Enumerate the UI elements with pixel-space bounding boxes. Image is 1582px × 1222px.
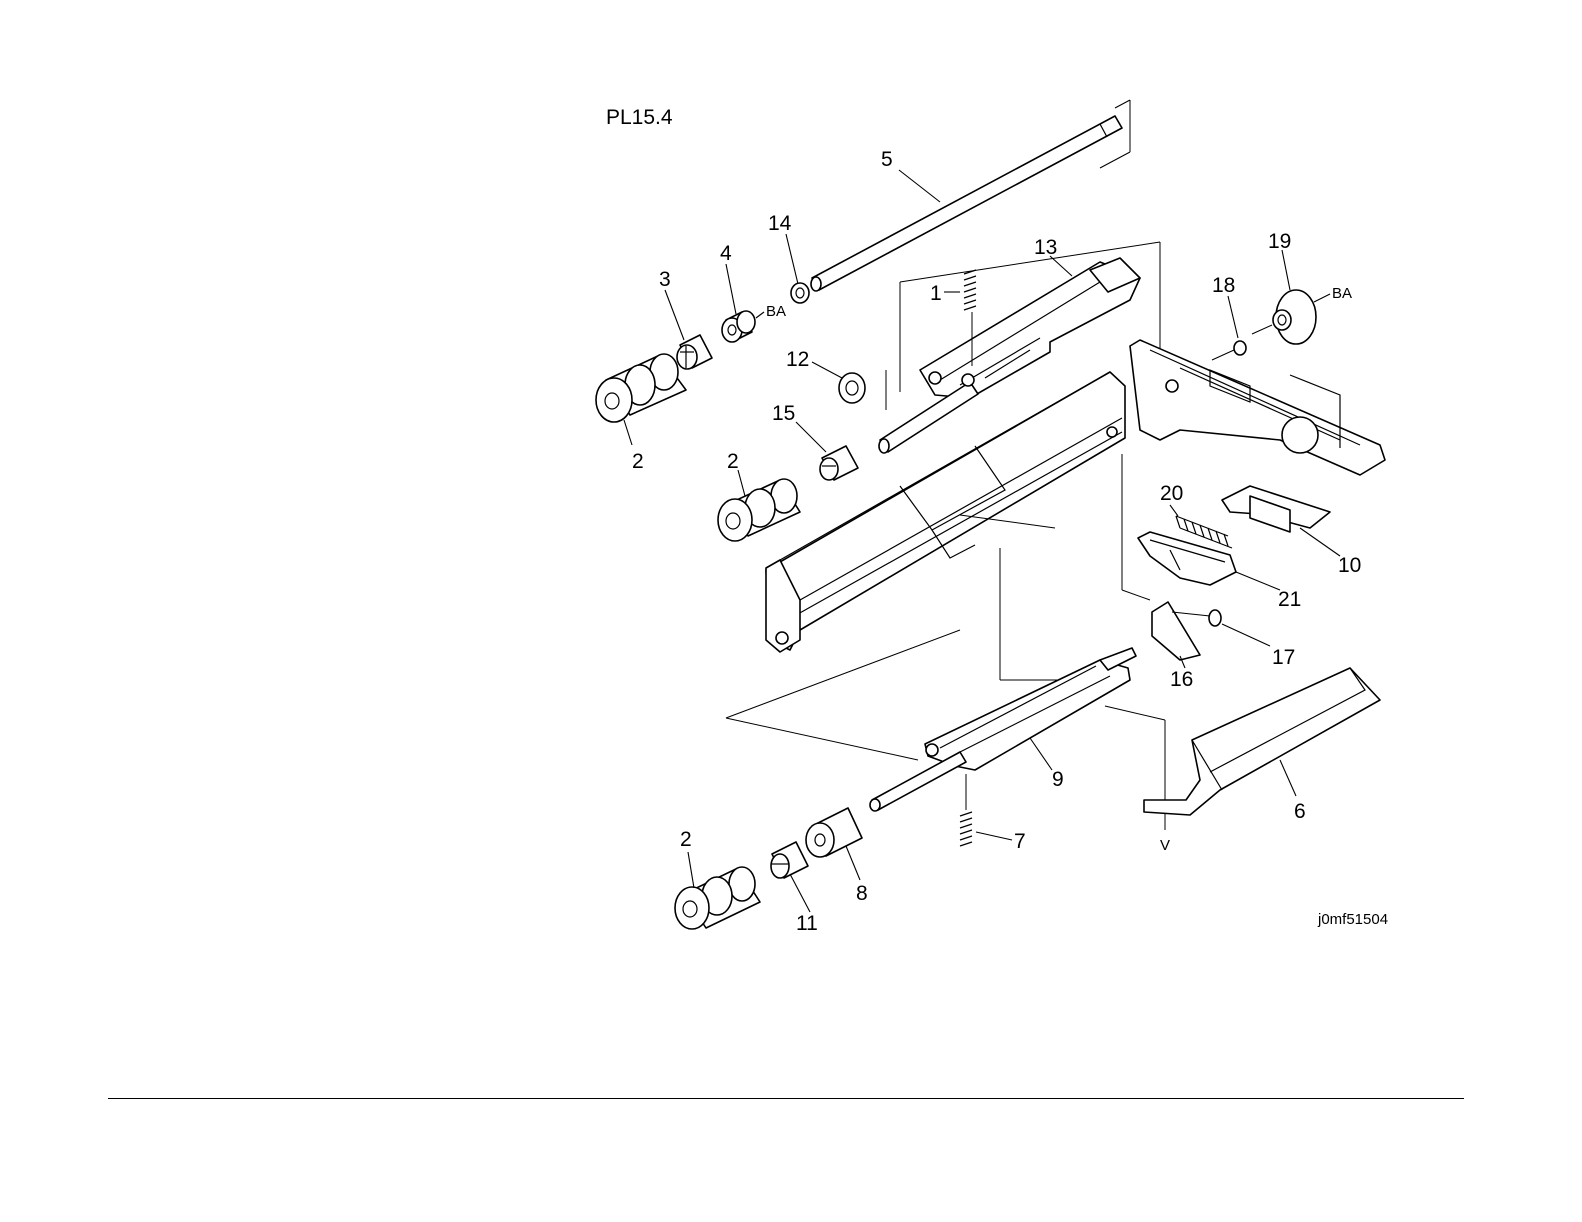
- part-12-gear: [839, 373, 865, 403]
- callout-18: 18: [1212, 274, 1235, 297]
- part-9-roller-assembly: [726, 630, 1165, 830]
- callout-2-upper: 2: [632, 450, 644, 473]
- callout-7: 7: [1014, 830, 1026, 853]
- bottom-rule: [108, 1098, 1464, 1099]
- callout-12: 12: [786, 348, 809, 371]
- right-frame: [1130, 340, 1385, 475]
- note-ba-right: BA: [1332, 285, 1352, 302]
- part-2-feed-roll-middle: [718, 479, 800, 541]
- callout-8: 8: [856, 882, 868, 905]
- callout-13: 13: [1034, 236, 1057, 259]
- part-19-gear: [1252, 290, 1316, 344]
- callout-11: 11: [796, 912, 818, 935]
- part-10-actuator: [1222, 486, 1330, 532]
- callout-6: 6: [1294, 800, 1306, 823]
- part-21-holder: [1138, 532, 1236, 585]
- callout-2-middle: 2: [727, 450, 739, 473]
- part-11-clutch: [771, 842, 808, 878]
- part-8-bearing: [806, 808, 862, 857]
- callout-19: 19: [1268, 230, 1291, 253]
- part-5-shaft: [811, 100, 1130, 291]
- plate-title: PL15.4: [606, 106, 673, 129]
- part-3-clutch: [677, 335, 712, 369]
- part-16-bracket: [1152, 602, 1210, 660]
- figure-code: j0mf51504: [1317, 911, 1388, 928]
- view-marker: V: [1160, 837, 1170, 854]
- callout-17: 17: [1272, 646, 1295, 669]
- part-18-screw: [1212, 341, 1246, 360]
- part-2-feed-roll-lower: [675, 867, 760, 929]
- callout-4: 4: [720, 242, 732, 265]
- callout-21: 21: [1278, 588, 1301, 611]
- callout-5: 5: [881, 148, 893, 171]
- callout-15: 15: [772, 402, 795, 425]
- part-14-gear: [791, 283, 809, 303]
- callout-2-lower: 2: [680, 828, 692, 851]
- part-4-roller: [722, 311, 755, 342]
- callout-1: 1: [930, 282, 942, 305]
- callouts: 5 14 4 3 2 1 12 15 2 13 18 19 20 10 21 1…: [632, 148, 1361, 935]
- part-2-feed-roll-upper: [596, 354, 686, 422]
- main-chute-frame: [766, 372, 1150, 680]
- callout-10: 10: [1338, 554, 1361, 577]
- callout-16: 16: [1170, 668, 1193, 691]
- note-ba-left: BA: [766, 303, 786, 320]
- callout-3: 3: [659, 268, 671, 291]
- callout-9: 9: [1052, 768, 1064, 791]
- part-7-spring: [960, 774, 972, 846]
- callout-14: 14: [768, 212, 792, 235]
- callout-20: 20: [1160, 482, 1183, 505]
- part-17-screw: [1209, 610, 1221, 626]
